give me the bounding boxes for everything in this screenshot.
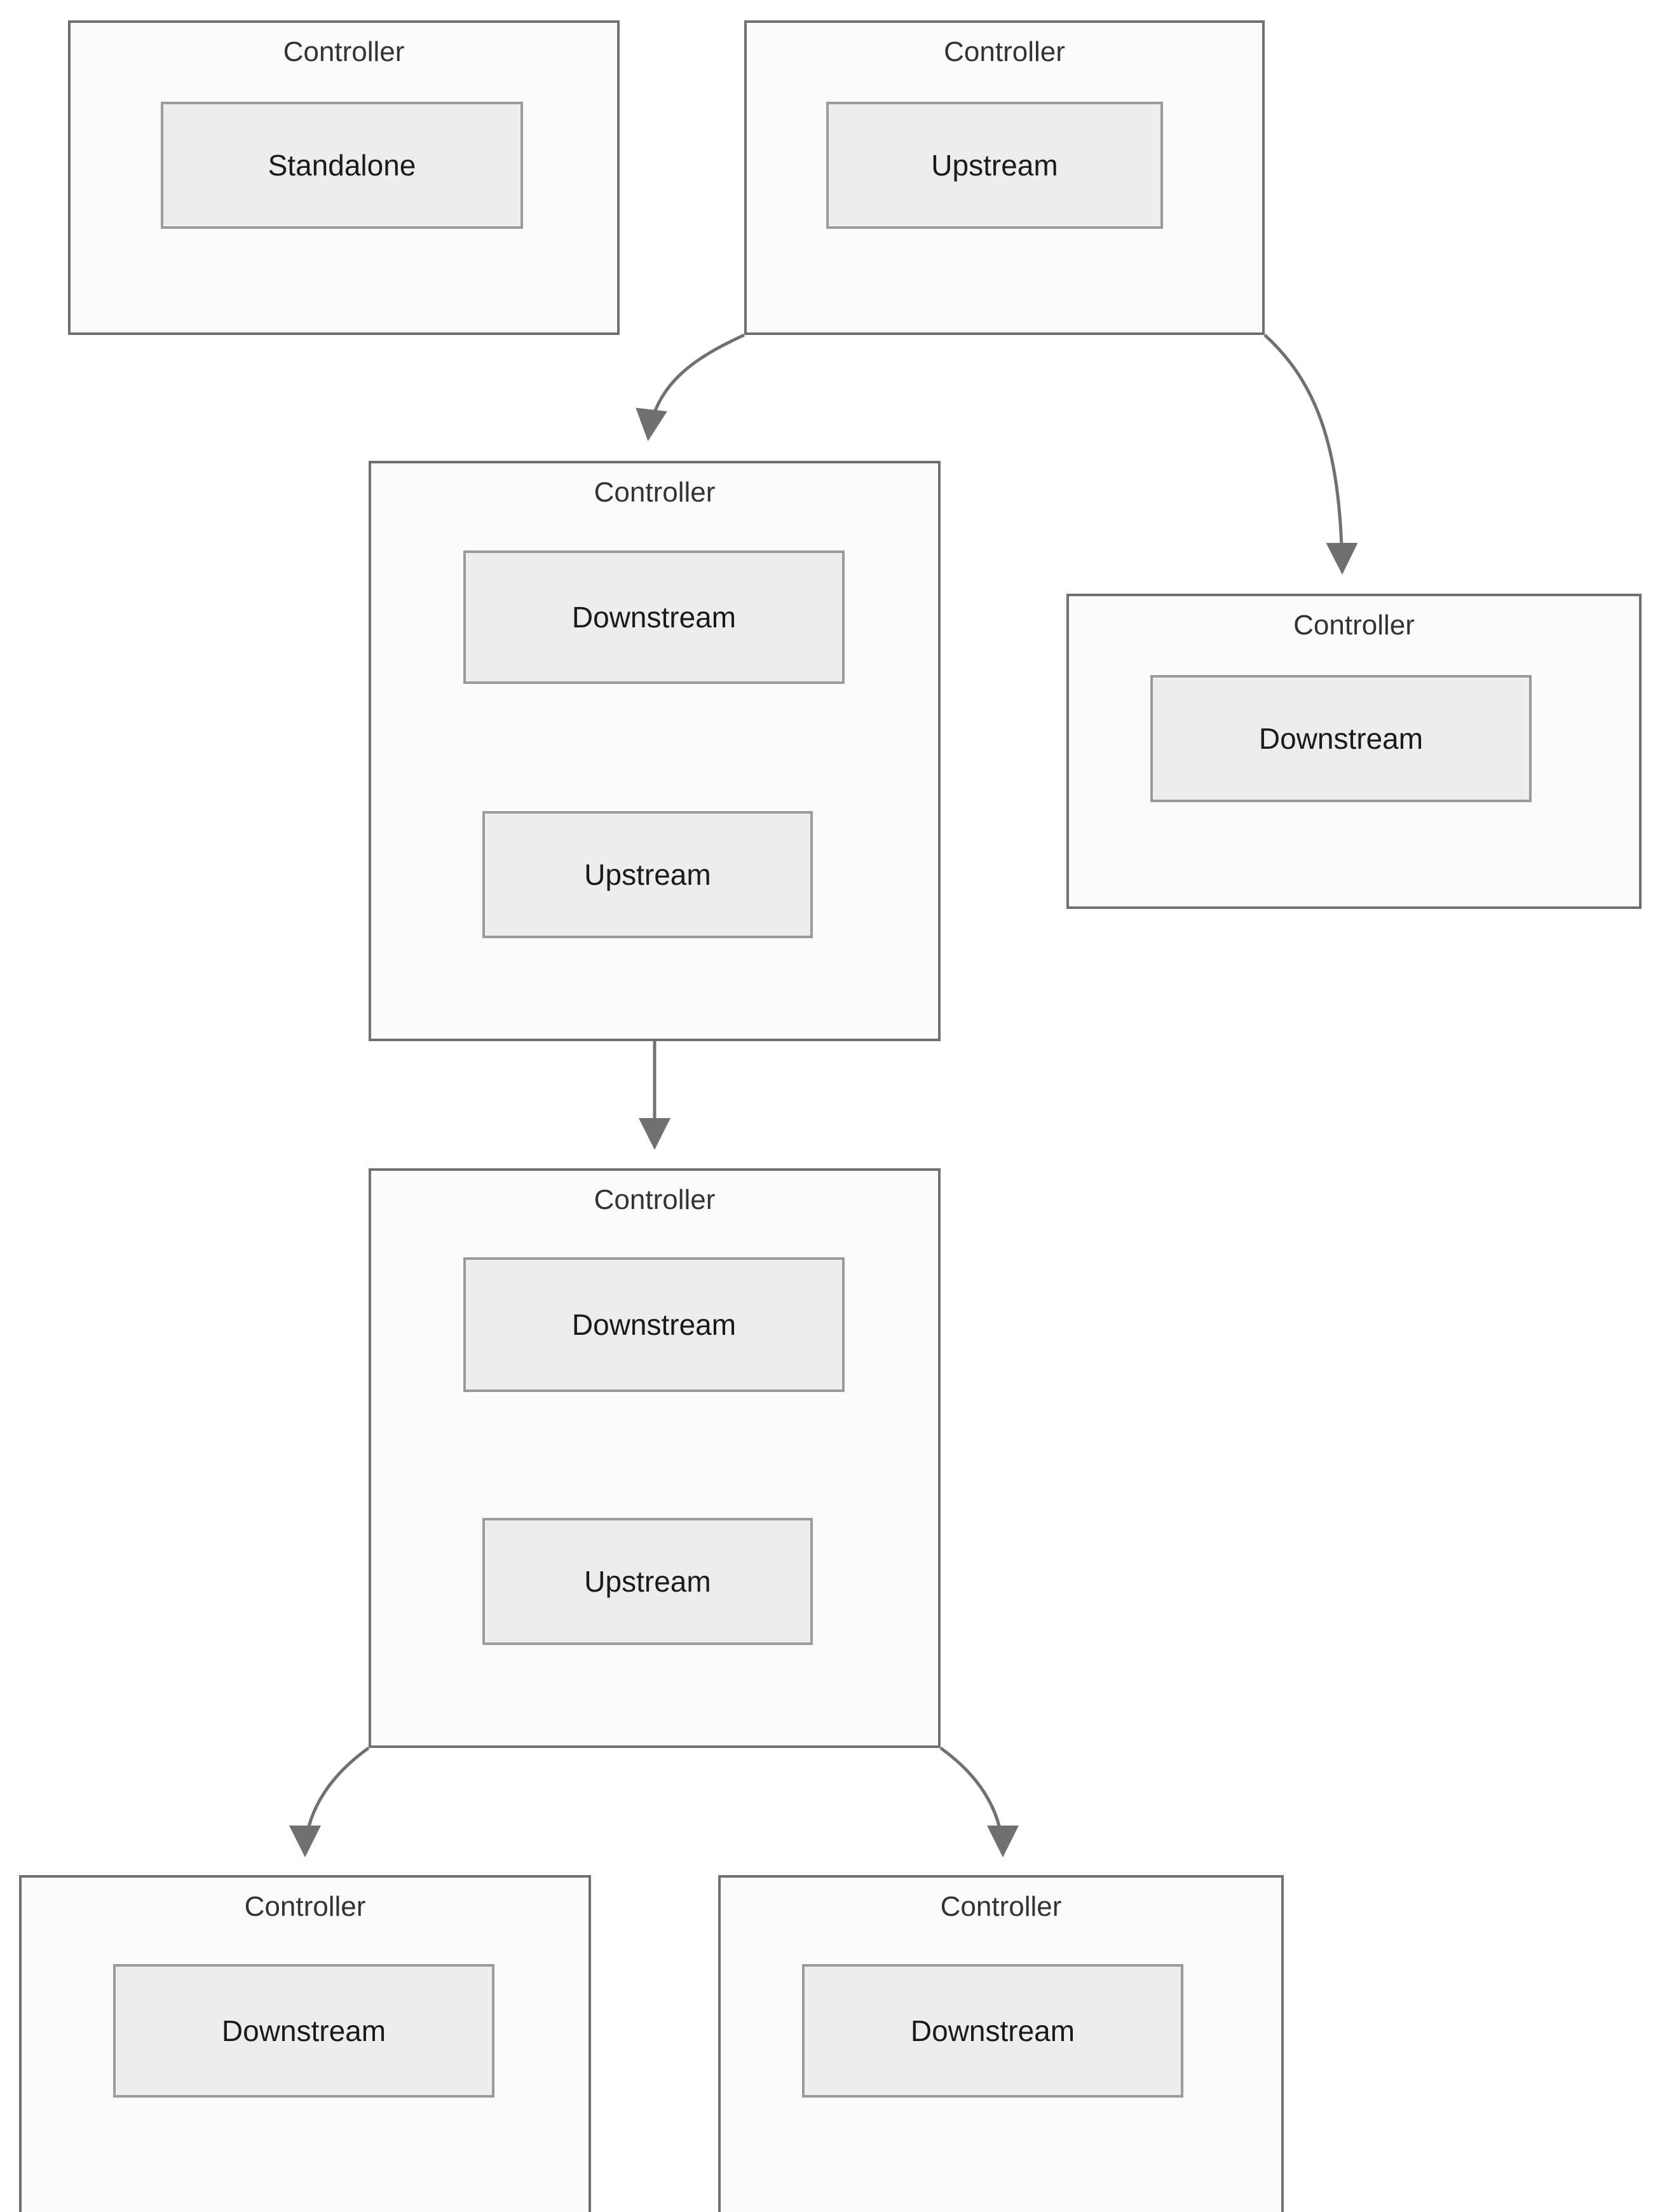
controller-title: Controller xyxy=(244,1891,366,1922)
node-label: Downstream xyxy=(1258,721,1424,755)
controller-title: Controller xyxy=(940,1891,1062,1922)
controller-title: Controller xyxy=(944,36,1065,67)
edge-mid2-to-bl xyxy=(289,1746,370,1858)
node-upstream[interactable]: Upstream xyxy=(482,1518,813,1645)
controller-title: Controller xyxy=(594,477,716,508)
node-downstream[interactable]: Downstream xyxy=(113,1964,494,2098)
node-label: Downstream xyxy=(910,2014,1075,2047)
controller-mid-2[interactable]: Controller xyxy=(369,1168,941,1748)
node-downstream[interactable]: Downstream xyxy=(1150,675,1532,802)
node-downstream[interactable]: Downstream xyxy=(802,1964,1183,2098)
edge-root-to-mid1 xyxy=(636,333,745,441)
node-downstream[interactable]: Downstream xyxy=(463,1257,845,1392)
node-label: Upstream xyxy=(584,1564,711,1598)
node-label: Downstream xyxy=(221,2014,386,2047)
node-label: Upstream xyxy=(931,148,1058,182)
node-upstream[interactable]: Upstream xyxy=(826,102,1163,229)
node-label: Standalone xyxy=(268,148,416,182)
controller-mid-1[interactable]: Controller xyxy=(369,461,941,1041)
controller-title: Controller xyxy=(1293,610,1415,641)
edge-root-to-right xyxy=(1263,334,1358,575)
node-standalone[interactable]: Standalone xyxy=(161,102,523,229)
controller-title: Controller xyxy=(283,36,405,67)
node-downstream[interactable]: Downstream xyxy=(463,550,845,684)
controller-title: Controller xyxy=(594,1184,716,1215)
node-label: Downstream xyxy=(571,600,737,634)
node-label: Upstream xyxy=(584,857,711,891)
edge-mid2-to-br xyxy=(939,1746,1019,1858)
node-upstream[interactable]: Upstream xyxy=(482,811,813,938)
node-label: Downstream xyxy=(571,1307,737,1341)
